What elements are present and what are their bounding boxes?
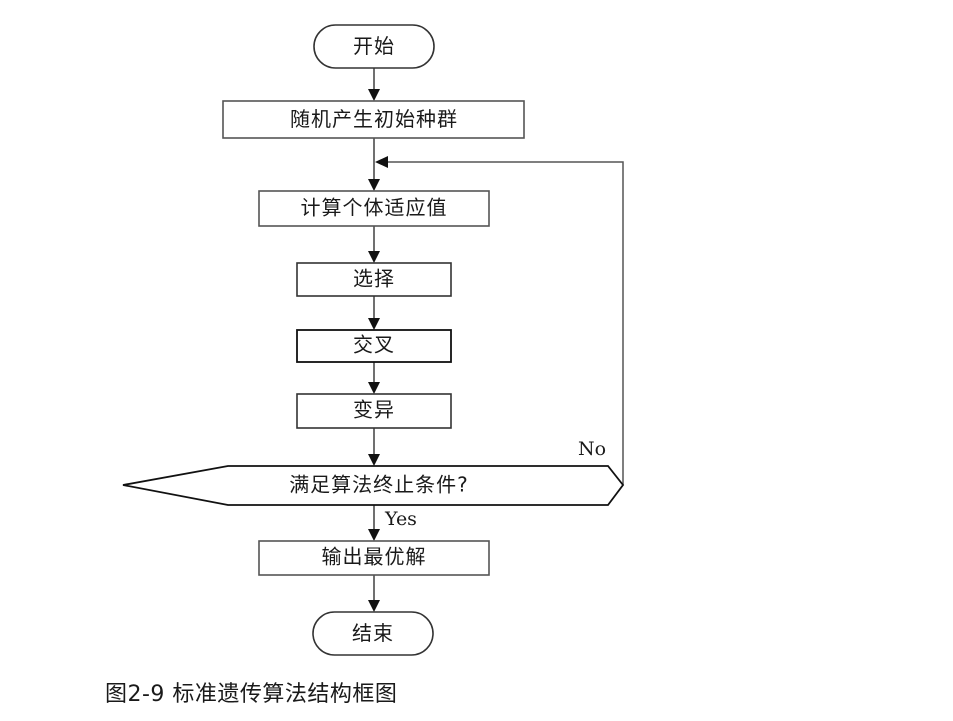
node-fitness[interactable]: 计算个体适应值 xyxy=(258,190,490,227)
edge-label-yes: Yes xyxy=(384,508,417,530)
edge-decision-no-feedback xyxy=(375,156,624,485)
node-crossover[interactable]: 交叉 xyxy=(296,329,452,363)
node-crossover-label: 交叉 xyxy=(353,333,395,357)
node-decision-label: 满足算法终止条件? xyxy=(289,473,469,497)
node-end[interactable]: 结束 xyxy=(312,611,434,656)
node-mutation-label: 变异 xyxy=(353,398,395,422)
edge-fitness-to-selection xyxy=(368,226,380,263)
node-output-label: 输出最优解 xyxy=(322,545,427,569)
node-end-label: 结束 xyxy=(352,621,394,645)
edge-decision-to-output xyxy=(368,505,380,541)
edge-init-to-fitness xyxy=(368,138,380,191)
node-start-label: 开始 xyxy=(353,34,395,58)
edge-mutation-to-decision xyxy=(368,428,380,466)
node-start[interactable]: 开始 xyxy=(313,24,435,69)
node-decision[interactable]: 满足算法终止条件? xyxy=(122,465,625,506)
node-fitness-label: 计算个体适应值 xyxy=(301,196,448,220)
node-output[interactable]: 输出最优解 xyxy=(258,540,490,576)
node-init-population[interactable]: 随机产生初始种群 xyxy=(222,100,525,139)
edge-output-to-end xyxy=(368,575,380,612)
node-selection[interactable]: 选择 xyxy=(296,262,452,297)
figure-caption: 图2-9 标准遗传算法结构框图 xyxy=(105,682,397,707)
edge-crossover-to-mutation xyxy=(368,362,380,394)
edge-label-no: No xyxy=(578,438,606,460)
node-mutation[interactable]: 变异 xyxy=(296,393,452,429)
node-init-population-label: 随机产生初始种群 xyxy=(290,107,458,131)
edge-selection-to-crossover xyxy=(368,296,380,330)
edge-start-to-init xyxy=(368,68,380,101)
node-selection-label: 选择 xyxy=(353,267,395,291)
